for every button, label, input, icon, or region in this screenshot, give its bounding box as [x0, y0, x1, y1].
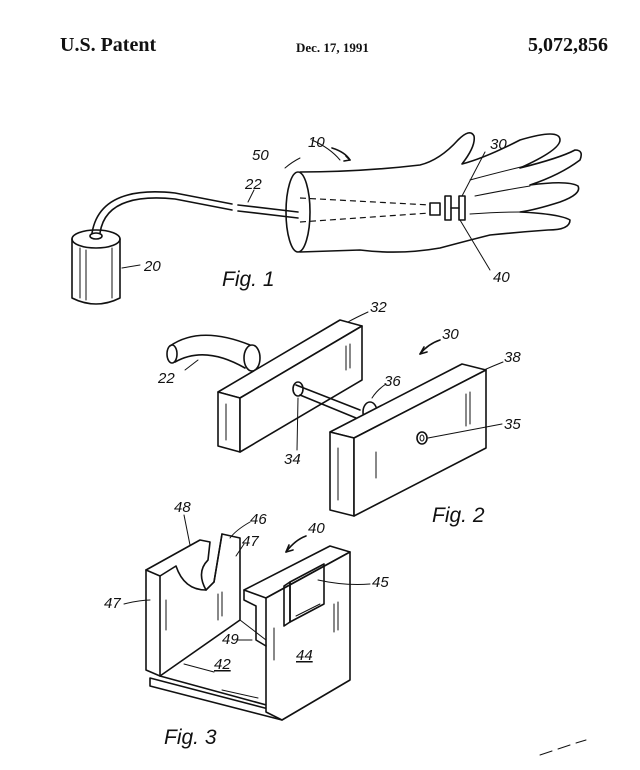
- valve-block-38: [330, 364, 486, 516]
- figure-2-caption: Fig. 2: [432, 504, 485, 527]
- label-35: 35: [504, 416, 521, 433]
- margin-dash-marks: [540, 740, 586, 755]
- figure-3-caption: Fig. 3: [164, 726, 217, 749]
- label-38: 38: [504, 349, 521, 366]
- label-20: 20: [143, 258, 161, 275]
- label-30: 30: [442, 326, 459, 343]
- label-48: 48: [174, 499, 191, 516]
- label-22: 22: [157, 370, 175, 387]
- label-49: 49: [222, 631, 239, 648]
- tube-drawing: [92, 192, 298, 233]
- canister-drawing: [72, 230, 120, 304]
- label-40: 40: [308, 520, 325, 537]
- label-36: 36: [384, 373, 401, 390]
- label-44: 44: [296, 647, 313, 664]
- figure-3-holder: 48 46 40 47 45 47 49 42 44 Fig. 3: [104, 499, 389, 749]
- label-45: 45: [372, 574, 389, 591]
- figure-1-caption: Fig. 1: [222, 268, 275, 291]
- label-10: 10: [308, 134, 325, 151]
- label-30: 30: [490, 136, 507, 153]
- label-46: 46: [250, 511, 267, 528]
- label-47-upper: 47: [242, 533, 259, 550]
- label-42: 42: [214, 656, 231, 673]
- label-50: 50: [252, 147, 269, 164]
- tube-stub-drawing: [167, 335, 260, 371]
- label-47-left: 47: [104, 595, 121, 612]
- label-22: 22: [244, 176, 262, 193]
- figure-1-glove-assembly: 10 50 22 30 20 40 Fig. 1: [72, 133, 581, 304]
- label-40: 40: [493, 269, 510, 286]
- label-32: 32: [370, 299, 387, 316]
- label-34: 34: [284, 451, 301, 468]
- figure-2-valve-assembly: 32 30 38 22 36 35 34 Fig. 2: [157, 299, 521, 527]
